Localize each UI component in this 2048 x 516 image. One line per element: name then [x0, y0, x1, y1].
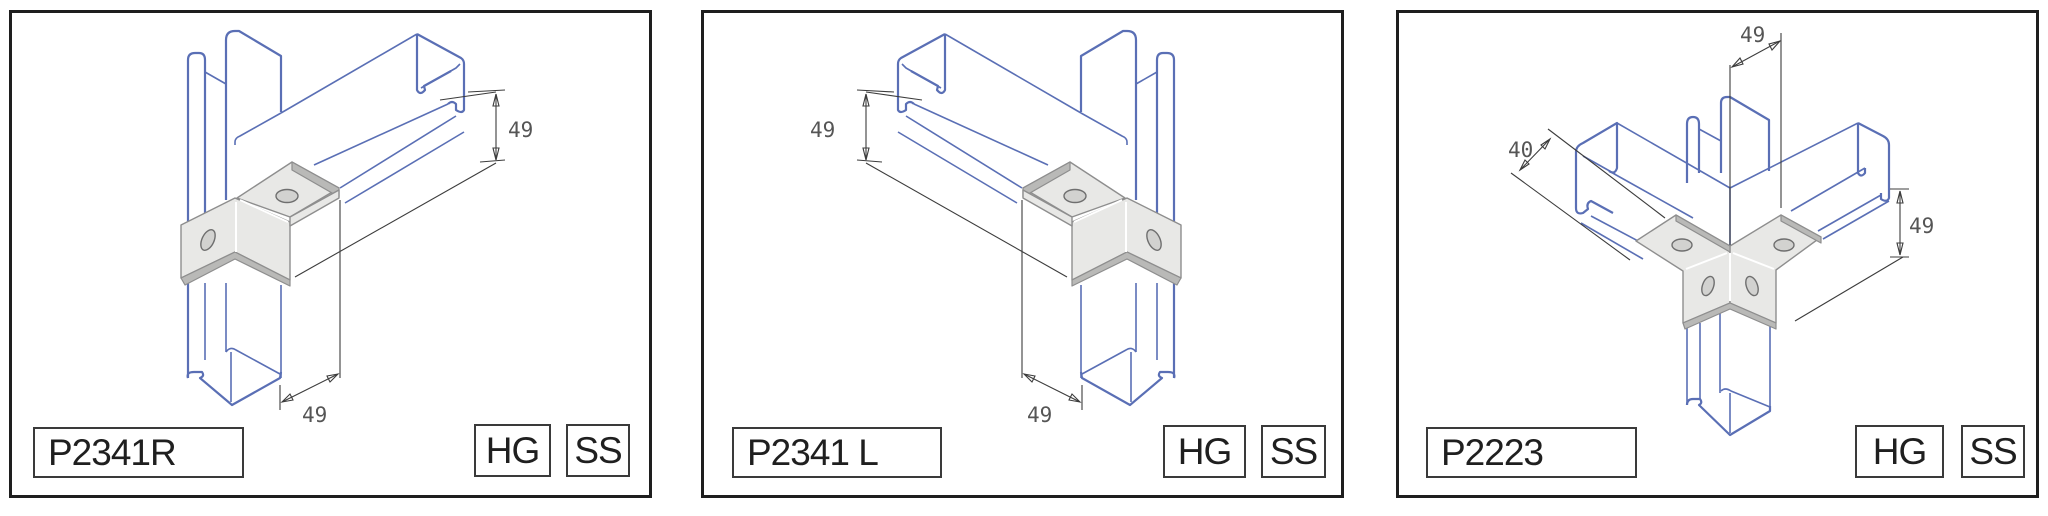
- product-code-label: P2341R: [33, 427, 244, 478]
- product-panel-p2341r: 49 49 P2341R HG SS: [9, 10, 652, 498]
- dimension-label: 49: [1740, 23, 1765, 47]
- finish-badge-ss: SS: [566, 424, 630, 477]
- dimension-label: 49: [1027, 403, 1052, 427]
- product-panel-p2341l: 49 49 P2341 L HG SS: [701, 10, 1344, 498]
- dimension-label: 40: [1508, 138, 1533, 162]
- dimension-label: 49: [810, 118, 835, 142]
- finish-badge-hg: HG: [474, 424, 551, 477]
- finish-badge-text: SS: [1969, 430, 2017, 472]
- bracket-drawing-p2223: 49 40 49: [1508, 23, 1934, 437]
- finish-badge-text: HG: [1872, 430, 1927, 472]
- finish-badge-text: SS: [574, 429, 622, 471]
- finish-badge-hg: HG: [1855, 425, 1944, 478]
- dimension-label: 49: [302, 403, 327, 427]
- finish-badge-ss: SS: [1961, 425, 2025, 478]
- dimension-label: 49: [508, 118, 533, 142]
- product-code-text: P2223: [1441, 431, 1544, 473]
- product-code-text: P2341R: [48, 431, 177, 473]
- product-panel-p2223: 49 40 49 P2223 HG SS: [1396, 10, 2039, 498]
- finish-badge-ss: SS: [1261, 425, 1326, 478]
- finish-badge-text: HG: [485, 429, 540, 471]
- product-code-label: P2341 L: [732, 427, 942, 478]
- bracket-drawing-p2341r: 49 49: [180, 29, 533, 427]
- product-code-label: P2223: [1426, 427, 1637, 478]
- finish-badge-text: SS: [1269, 430, 1318, 472]
- dimension-label: 49: [1909, 214, 1934, 238]
- finish-badge-hg: HG: [1163, 425, 1246, 478]
- finish-badge-text: HG: [1177, 430, 1232, 472]
- bracket-drawing-p2341l: 49 49: [810, 29, 1182, 427]
- product-code-text: P2341 L: [747, 431, 879, 473]
